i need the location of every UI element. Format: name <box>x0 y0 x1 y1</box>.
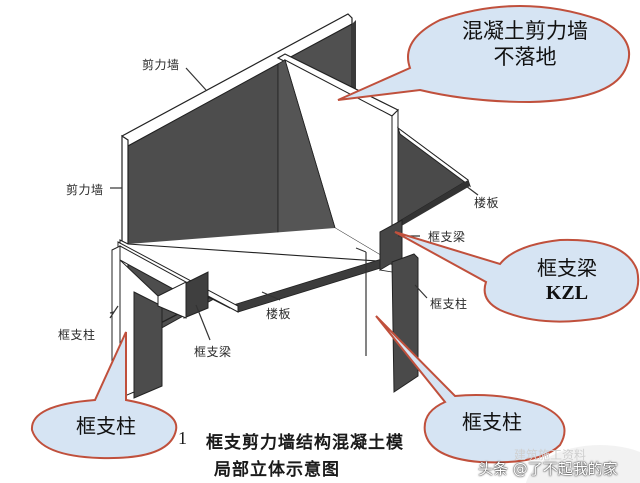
label-shear-wall-top: 剪力墙 <box>142 58 180 72</box>
figure-caption-line-2: 局部立体示意图 <box>214 460 340 480</box>
callout-line-1: 混凝土剪力墙 <box>462 19 588 43</box>
callout-column-left-text: 框支柱 <box>76 414 136 438</box>
figure-caption-line-1: 框支剪力墙结构混凝土模 <box>206 433 404 453</box>
callout-wall-not-grounded-text: 混凝土剪力墙 不落地 <box>440 18 610 71</box>
callout-wall-not-grounded <box>337 5 630 104</box>
right-slab <box>397 126 471 228</box>
left-frame-column <box>111 245 209 401</box>
label-frame-beam-right: 框支梁 <box>428 230 466 244</box>
figure-number: 1 <box>178 428 187 448</box>
watermark-shape <box>525 445 640 483</box>
callout-kzl <box>394 231 640 323</box>
label-frame-beam-left: 框支梁 <box>194 345 232 359</box>
callout-kzl-text: 框支梁 KZL <box>512 256 622 306</box>
callout-column-right <box>375 315 566 464</box>
transverse-shear-wall <box>276 53 400 267</box>
callout-column-right-text: 框支柱 <box>462 410 522 434</box>
label-frame-column-right: 框支柱 <box>430 297 468 311</box>
callout-line-1: 框支梁 <box>537 256 597 280</box>
label-slab-center: 楼板 <box>266 307 292 321</box>
label-shear-wall-left: 剪力墙 <box>66 183 104 197</box>
callout-line-2: KZL <box>545 282 589 304</box>
callout-column-left <box>30 331 178 460</box>
label-slab-right: 楼板 <box>474 196 500 210</box>
watermark-faint-text: 建筑施工资料 <box>514 448 587 462</box>
label-frame-column-left: 框支柱 <box>58 328 96 342</box>
callout-line-2: 不落地 <box>493 45 557 70</box>
watermark-text: 头条 @了不起我的家 <box>478 460 618 478</box>
